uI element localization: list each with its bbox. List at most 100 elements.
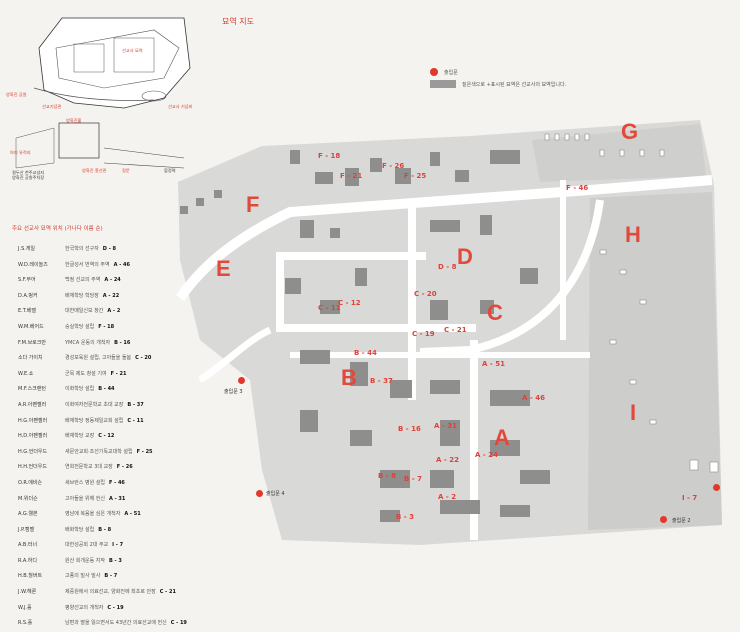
missionary-desc: 제중원에서 의료선교, 양화진에 최초로 안장	[65, 589, 156, 596]
plot-code: B - 37	[127, 401, 144, 408]
inner-path	[276, 324, 476, 332]
inner-path	[560, 180, 566, 340]
section-label-i: I	[630, 400, 637, 425]
inner-path	[276, 252, 426, 260]
missionary-name: H.B.헐버트	[18, 573, 43, 580]
plot-marker: F - 25	[404, 172, 427, 180]
plot-marker: C - 20	[414, 290, 437, 298]
section-label-c: C	[487, 300, 503, 325]
plot-code: A - 22	[102, 292, 120, 299]
inset-label: 선교기념관	[42, 104, 62, 109]
inner-path	[470, 340, 478, 540]
plot-code: A - 2	[107, 308, 121, 315]
plot-marker: A - 22	[436, 456, 459, 464]
cemetery-map	[175, 120, 722, 545]
plot-code: C - 19	[107, 604, 124, 611]
missionary-name: O.R.에비슨	[18, 479, 43, 486]
missionary-name: H.H.언더우드	[18, 464, 47, 471]
gate-marker-icon	[430, 68, 438, 76]
plot-marker: F - 46	[566, 184, 589, 192]
west-path	[198, 326, 272, 383]
plot-marker: B - 8	[378, 472, 396, 480]
missionary-name: H.D.아펜젤러	[18, 433, 48, 440]
missionary-desc: 고아들을 위해 헌신	[65, 495, 105, 502]
missionary-desc: 숭실학당 설립	[65, 323, 95, 330]
missionary-desc: 영남에 복음을 심은 개척자	[65, 511, 121, 518]
missionary-name: A.R.아펜젤러	[18, 401, 47, 408]
gate-marker[interactable]	[713, 484, 720, 491]
plot-code: F - 21	[110, 370, 127, 377]
plot-marker: B - 37	[370, 377, 393, 385]
plot-code: C - 21	[159, 589, 176, 596]
inset-label: 정문	[122, 168, 130, 173]
plot-code: B - 44	[98, 386, 115, 393]
plot-marker: A - 46	[522, 394, 545, 402]
missionary-desc: 경성보육원 설립, 고아들을 돌봄	[65, 355, 132, 362]
missionary-desc: YMCA 운동의 개척자	[65, 339, 111, 346]
missionary-name: W.D.레이놀즈	[18, 261, 48, 268]
list-title: 주요 선교사 묘역 위치 (가나다 이름 순)	[12, 226, 103, 232]
inset-label: 절두산 천주교성지	[12, 170, 45, 175]
inset-label: 양화진 공원	[6, 92, 27, 97]
missionary-desc: 대한매일신보 창간	[65, 308, 104, 315]
plot-marker: A - 51	[482, 360, 505, 368]
missionary-desc: 고종의 밀사 밀사	[65, 573, 101, 580]
inner-path	[408, 200, 416, 400]
inset-sketch	[15, 17, 191, 169]
plot-code: C - 12	[98, 433, 115, 440]
missionary-name: H.G.아펜젤러	[18, 417, 48, 424]
missionary-name: F.M.브로크만	[18, 339, 46, 346]
plot-code: F - 26	[116, 464, 133, 471]
inset-label: 양화진 공원주차장	[12, 175, 45, 180]
missionary-desc: 배재학당 정동제일교회 설립	[65, 417, 124, 424]
missionary-desc: 배재학당 학당장	[65, 292, 99, 299]
inset-label: 양화진 흥선관	[82, 168, 107, 173]
gate-4-marker[interactable]	[256, 490, 263, 497]
plot-marker: B - 3	[396, 513, 414, 521]
missionary-name: R.S.홀	[18, 620, 33, 627]
map-title: 묘역 지도	[222, 17, 254, 26]
missionary-name: E.T.베델	[18, 308, 36, 315]
missionary-desc: 배재학당 교장	[65, 433, 95, 440]
missionary-name: J.W.헤론	[18, 589, 37, 596]
missionary-name: M.F.스크랜턴	[18, 386, 46, 393]
section-label-b: B	[341, 365, 357, 390]
gate-3-marker[interactable]	[238, 377, 245, 384]
missionary-desc: 연희전문학교 3대 교장	[65, 464, 113, 471]
missionary-desc: 한국학의 선구자	[65, 246, 99, 252]
gate-4-label: 출입문 4	[266, 491, 285, 497]
plot-code: A - 51	[124, 511, 141, 518]
plot-marker: A - 31	[434, 422, 457, 430]
missionary-desc: 군목 제도 창설 기여	[65, 370, 107, 377]
plot-code: C - 19	[170, 620, 187, 627]
missionary-desc: 세브란스 병원 설립	[65, 479, 105, 486]
plot-code: B - 3	[108, 557, 122, 564]
plot-code: D - 8	[102, 246, 116, 252]
plot-marker: F - 21	[340, 172, 363, 180]
gate-2-marker[interactable]	[660, 516, 667, 523]
missionary-name: J.S.게일	[18, 246, 36, 252]
plot-code: A - 24	[104, 277, 121, 284]
plot-code: C - 20	[135, 355, 152, 362]
plot-code: F - 46	[108, 479, 125, 486]
inset-label: 합정역	[164, 168, 176, 173]
section-label-a: A	[494, 425, 510, 450]
missionary-desc: 이화여자전문학교 초대 교장	[65, 401, 124, 408]
plot-marker: C - 11	[318, 304, 341, 312]
plot-code: B - 16	[114, 339, 131, 346]
gate-3-label: 출입문 3	[224, 389, 243, 395]
plot-code: I - 7	[112, 542, 124, 549]
missionary-desc: 평양선교의 개척자	[65, 604, 104, 611]
